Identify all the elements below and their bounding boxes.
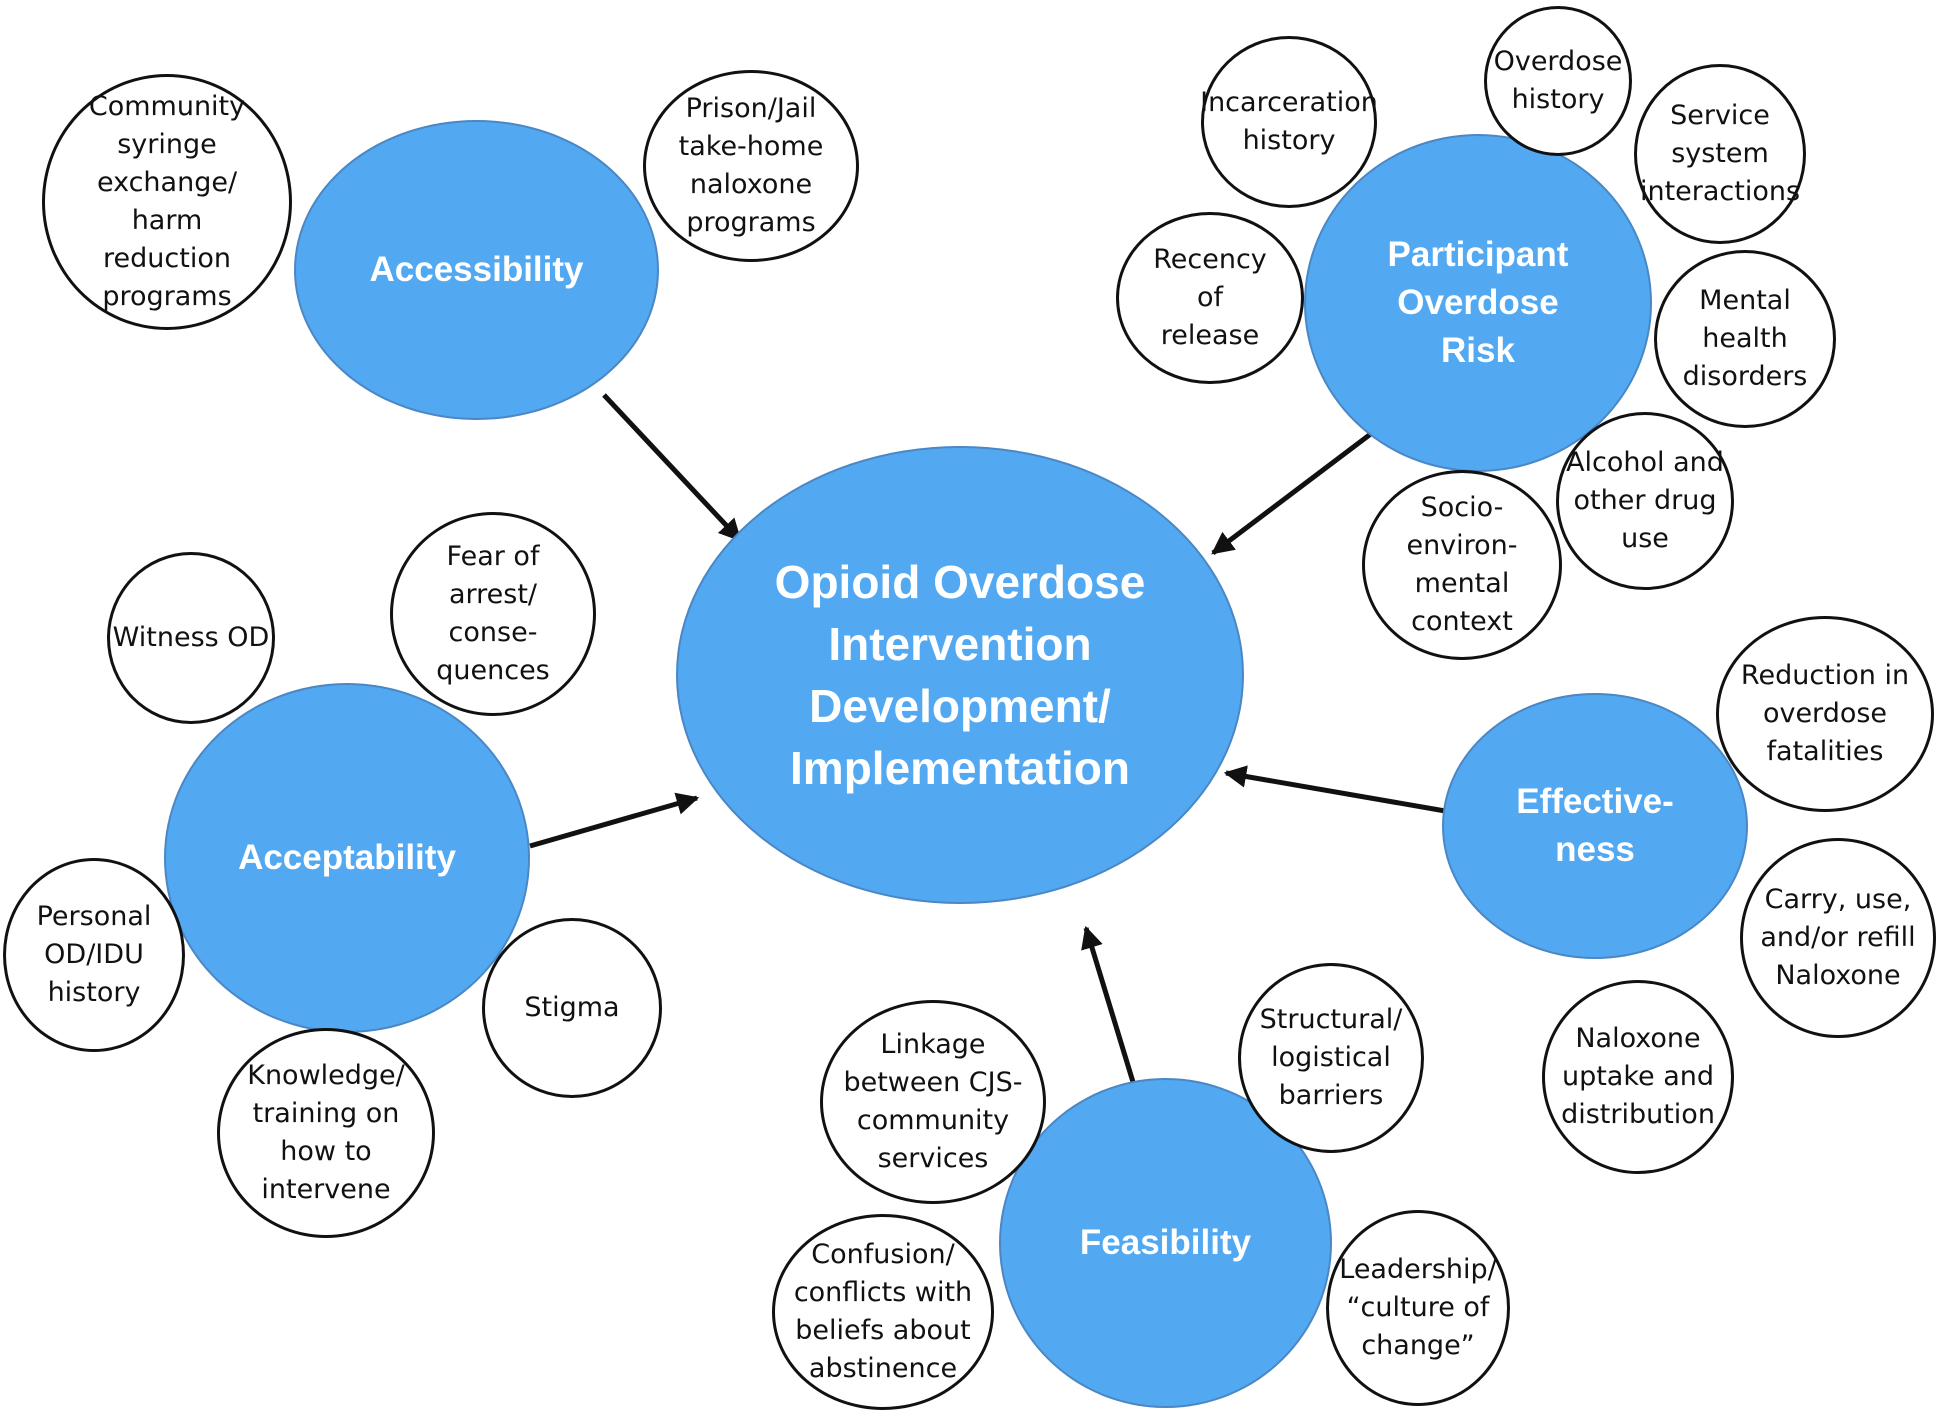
factor-stigma: Stigma xyxy=(482,918,662,1098)
factor-fear-of-arrest: Fear of arrest/ conse- quences xyxy=(390,512,596,716)
factor-reduction-fatalities: Reduction in overdose fatalities xyxy=(1716,616,1934,812)
factor-witness-od: Witness OD xyxy=(107,552,275,724)
arrow-feasibility xyxy=(1081,925,1136,1083)
arrow-acceptability xyxy=(529,792,700,849)
factor-carry-naloxone: Carry, use, and/or refill Naloxone xyxy=(1740,838,1936,1038)
factor-knowledge-training: Knowledge/ training on how to intervene xyxy=(217,1028,435,1238)
feasibility-node: Feasibility xyxy=(999,1078,1332,1408)
factor-structural-barriers: Structural/ logistical barriers xyxy=(1238,963,1424,1153)
accessibility-node: Accessibility xyxy=(294,120,659,420)
effectiveness-node: Effective- ness xyxy=(1442,693,1748,959)
factor-linkage-cjs: Linkage between CJS- community services xyxy=(820,1000,1046,1204)
central-node: Opioid Overdose Intervention Development… xyxy=(676,446,1244,904)
factor-prison-jail: Prison/Jail take-home naloxone programs xyxy=(643,70,859,262)
arrow-accessibility xyxy=(602,393,742,542)
participant-overdose-risk-node: Participant Overdose Risk xyxy=(1304,134,1652,472)
factor-personal-od-idu: Personal OD/IDU history xyxy=(3,858,185,1052)
factor-incarceration-history: Incarceration history xyxy=(1200,36,1378,208)
factor-recency-of-release: Recency of release xyxy=(1116,212,1304,384)
factor-overdose-history: Overdose history xyxy=(1484,6,1632,156)
factor-community-syringe: Community syringe exchange/ harm reducti… xyxy=(42,74,292,330)
acceptability-node: Acceptability xyxy=(164,683,530,1033)
factor-leadership-culture: Leadership/ “culture of change” xyxy=(1326,1210,1510,1406)
arrow-effectiveness xyxy=(1223,765,1452,815)
factor-alcohol-drug-use: Alcohol and other drug use xyxy=(1556,412,1734,590)
factor-mental-health: Mental health disorders xyxy=(1654,250,1836,428)
factor-service-system: Service system interactions xyxy=(1634,64,1806,244)
arrow-participant-risk xyxy=(1211,431,1374,555)
factor-confusion-conflicts: Confusion/ conflicts with beliefs about … xyxy=(772,1214,994,1410)
factor-naloxone-uptake: Naloxone uptake and distribution xyxy=(1542,980,1734,1174)
factor-socio-environmental: Socio- environ- mental context xyxy=(1362,470,1562,660)
